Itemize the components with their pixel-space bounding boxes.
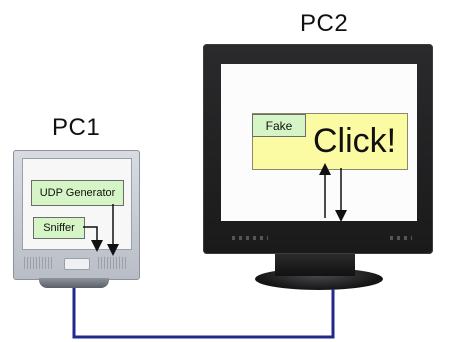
sniffer-arrow xyxy=(83,226,103,252)
network-cable xyxy=(72,288,335,339)
sniffer-label: Sniffer xyxy=(43,222,75,234)
pc1-label: PC1 xyxy=(52,114,101,141)
udp-generator-box: UDP Generator xyxy=(31,180,124,206)
pc1-stand xyxy=(39,278,109,288)
pc1-right-speaker-icon xyxy=(98,257,128,269)
fake-window: Fake xyxy=(252,114,306,137)
pc1-brand-plate xyxy=(64,258,90,270)
pc2-control-buttons-right xyxy=(390,236,412,240)
pc2-label: PC2 xyxy=(300,10,349,37)
fake-label: Fake xyxy=(265,118,293,133)
pc2-stand xyxy=(275,254,355,276)
pc2-control-buttons-left xyxy=(232,236,268,240)
click-label: Click! xyxy=(313,122,397,160)
udp-generator-label: UDP Generator xyxy=(39,187,116,199)
sniffer-box: Sniffer xyxy=(33,217,85,239)
pc1-left-speaker-icon xyxy=(24,257,54,269)
